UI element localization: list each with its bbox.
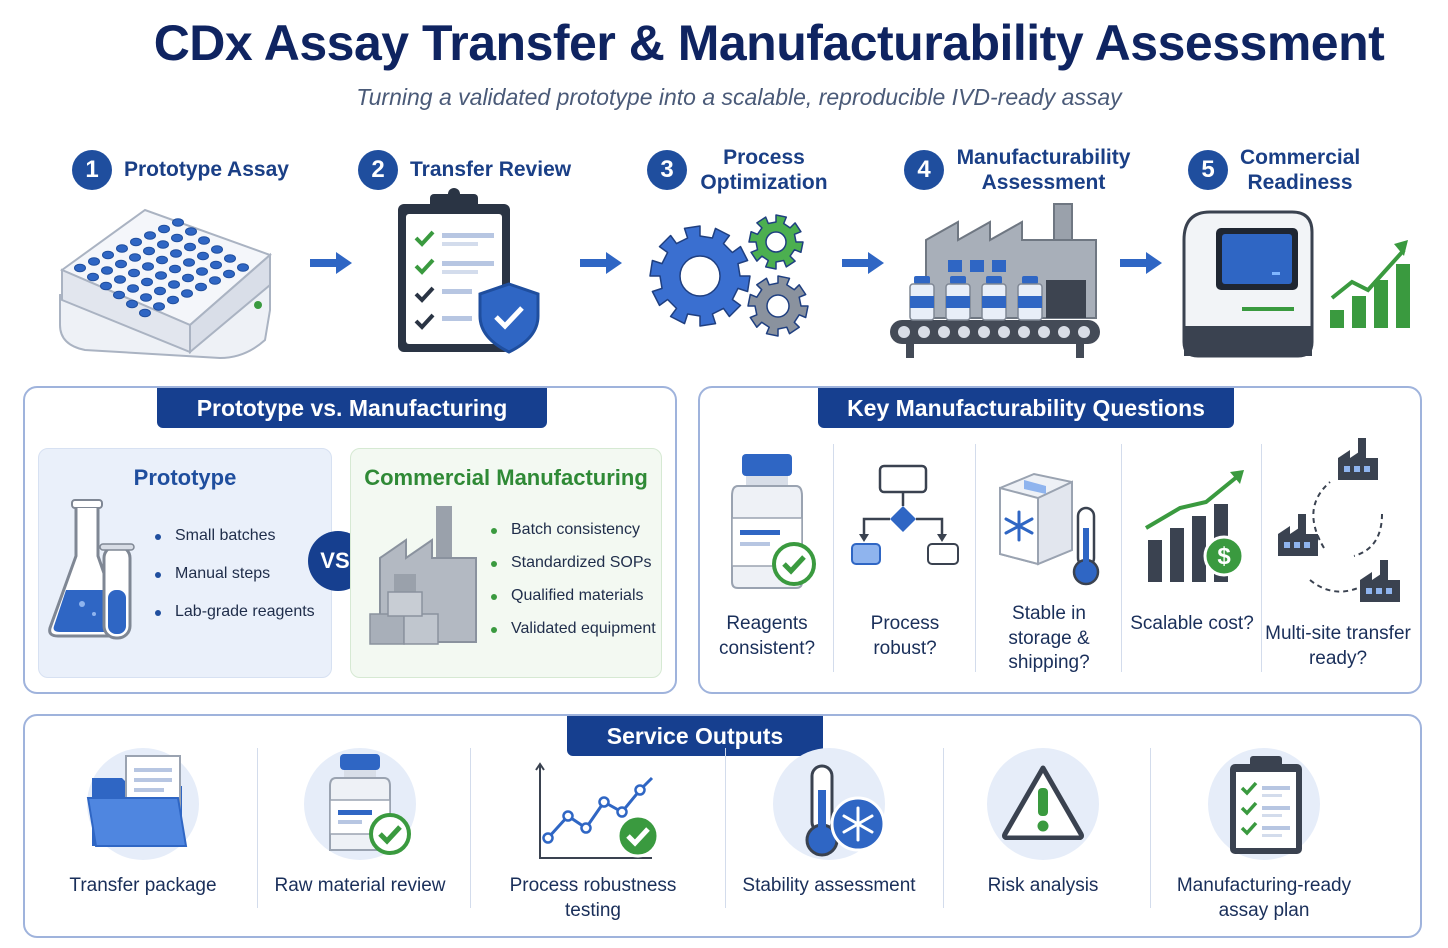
questions-tab: Key Manufacturability Questions	[818, 388, 1234, 428]
question-reagents: Reagents consistent?	[706, 440, 828, 680]
divider	[1150, 748, 1151, 908]
step-3: 3 Process Optimization	[647, 140, 829, 200]
divider	[725, 748, 726, 908]
manufacturing-title: Commercial Manufacturing	[364, 465, 648, 490]
question-label: Process robust?	[870, 613, 940, 659]
thermometer-snowflake-icon	[805, 764, 886, 857]
output-label: Manufacturing-ready assay plan	[1176, 875, 1352, 921]
flask-tube-icon	[48, 499, 135, 640]
output-risk: Risk analysis	[948, 748, 1138, 928]
multi-factory-icon	[1278, 438, 1400, 602]
step-label: Commercial Readiness	[1240, 145, 1361, 194]
gears-icon	[649, 214, 809, 337]
folder-document-icon	[86, 755, 188, 847]
output-raw-material: Raw material review	[262, 748, 458, 928]
step-label: Prototype Assay	[124, 158, 289, 182]
question-cost: $ Scalable cost?	[1128, 440, 1256, 680]
checklist-shield-icon	[398, 188, 540, 354]
outputs-tab: Service Outputs	[567, 716, 823, 756]
question-label: Reagents consistent?	[718, 613, 816, 659]
output-label: Transfer package	[69, 875, 217, 896]
question-multisite: Multi-site transfer ready?	[1264, 438, 1412, 680]
step-number: 4	[904, 150, 944, 190]
output-label: Stability assessment	[742, 875, 916, 896]
question-label: Stable in storage & shipping?	[1008, 603, 1090, 674]
line-chart-check-icon	[535, 762, 660, 859]
step-number: 1	[72, 150, 112, 190]
question-label: Scalable cost?	[1130, 613, 1254, 634]
list-item: Batch consistency	[491, 521, 656, 554]
question-label: Multi-site transfer ready?	[1265, 623, 1411, 669]
arrow-right-icon	[580, 252, 622, 274]
step-number: 5	[1188, 150, 1228, 190]
output-transfer-package: Transfer package	[40, 748, 246, 928]
list-item: Manual steps	[155, 565, 315, 603]
well-plate-icon	[59, 208, 272, 360]
warning-icon	[1002, 765, 1084, 840]
arrow-right-icon	[310, 252, 352, 274]
step-1: 1 Prototype Assay	[72, 140, 289, 200]
list-item: Small batches	[155, 527, 315, 565]
divider	[257, 748, 258, 908]
factory-conveyor-icon	[890, 203, 1100, 358]
divider	[1261, 444, 1262, 672]
svg-text:$: $	[1217, 543, 1231, 570]
divider	[470, 748, 471, 908]
step-4: 4 Manufacturability Assessment	[904, 140, 1131, 200]
step-label: Process Optimization	[700, 145, 828, 194]
step-number: 2	[358, 150, 398, 190]
output-robustness: Process robustness testing	[480, 748, 706, 928]
bottle-check-icon	[329, 754, 411, 855]
prototype-list: Small batches Manual steps Lab-grade rea…	[155, 527, 315, 641]
step-label: Manufacturability Assessment	[956, 145, 1131, 194]
analyzer-growth-icon	[1182, 210, 1410, 358]
output-stability: Stability assessment	[730, 748, 928, 928]
step-2: 2 Transfer Review	[358, 140, 571, 200]
divider	[943, 748, 944, 908]
bar-growth-dollar-icon: $	[1144, 470, 1245, 582]
flowchart-icon	[851, 464, 959, 565]
prototype-title: Prototype	[133, 465, 237, 490]
clipboard-checklist-icon	[1230, 756, 1302, 854]
step-label: Transfer Review	[410, 158, 572, 182]
page-subtitle: Turning a validated prototype into a sca…	[356, 84, 1122, 110]
arrow-right-icon	[842, 252, 884, 274]
step-5: 5 Commercial Readiness	[1188, 140, 1360, 200]
arrow-right-icon	[1120, 252, 1162, 274]
divider	[833, 444, 834, 672]
manufacturing-list: Batch consistency Standardized SOPs Qual…	[491, 521, 656, 653]
page-title: CDx Assay Transfer & Manufacturability A…	[153, 15, 1385, 71]
list-item: Standardized SOPs	[491, 554, 656, 587]
output-label: Process robustness testing	[509, 875, 677, 921]
list-item: Lab-grade reagents	[155, 603, 315, 641]
step-number: 3	[647, 150, 687, 190]
question-stability: Stable in storage & shipping?	[982, 440, 1116, 680]
reagent-bottle-check-icon	[731, 454, 816, 589]
divider	[1121, 444, 1122, 672]
question-process: Process robust?	[840, 440, 970, 680]
list-item: Qualified materials	[491, 587, 656, 620]
output-label: Raw material review	[274, 875, 446, 896]
divider	[975, 444, 976, 672]
output-label: Risk analysis	[987, 875, 1099, 896]
output-assay-plan: Manufacturing-ready assay plan	[1160, 748, 1368, 928]
cold-box-thermometer-icon	[999, 472, 1100, 586]
factory-boxes-icon	[369, 506, 477, 645]
comparison-tab: Prototype vs. Manufacturing	[157, 388, 547, 428]
list-item: Validated equipment	[491, 620, 656, 653]
